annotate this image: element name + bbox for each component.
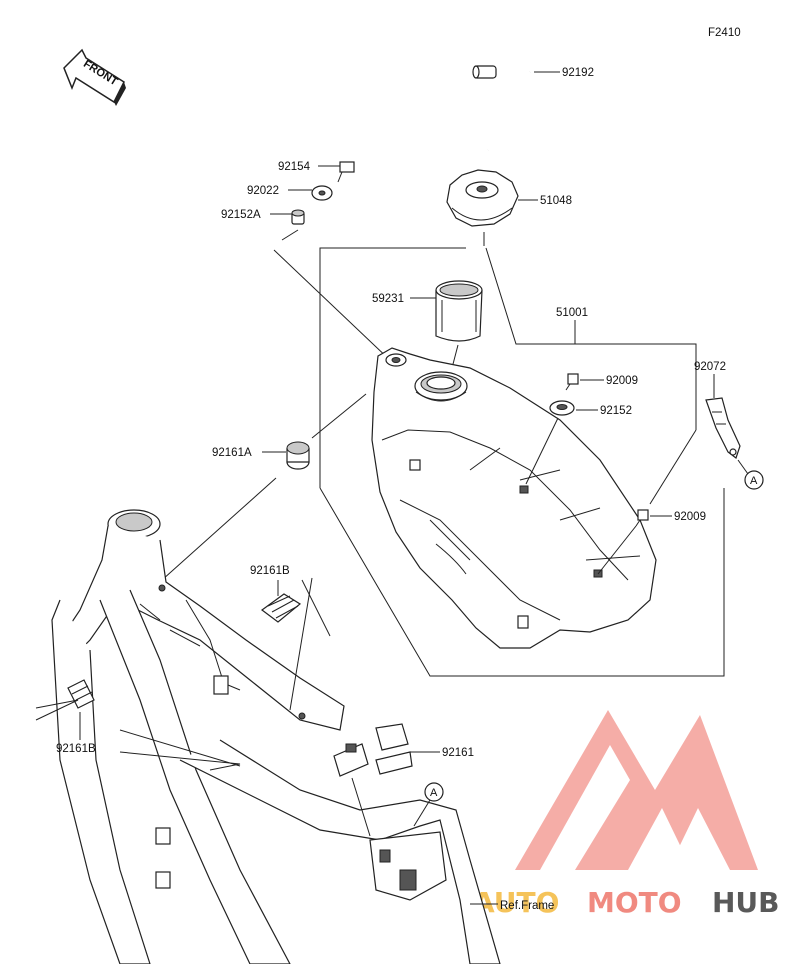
label-92009-upper: 92009 bbox=[606, 375, 638, 387]
label-59231: 59231 bbox=[372, 293, 404, 305]
label-92161B-mid: 92161B bbox=[250, 565, 290, 577]
label-51001: 51001 bbox=[556, 307, 588, 319]
watermark-text-hub: HUB bbox=[712, 886, 780, 919]
label-92072: 92072 bbox=[694, 361, 726, 373]
grommet-92161A-icon bbox=[286, 441, 310, 470]
label-92009-lower: 92009 bbox=[674, 511, 706, 523]
collar-92152A-icon bbox=[291, 209, 305, 225]
fuel-cap-51048-icon bbox=[446, 169, 519, 227]
ref-marker-a-lower-label: A bbox=[430, 787, 438, 799]
watermark-text-auto: AUTO bbox=[473, 886, 559, 919]
fuel-tank-51001-icon bbox=[371, 347, 657, 649]
fuel-breather-hose bbox=[472, 65, 531, 151]
label-92154: 92154 bbox=[278, 161, 311, 173]
label-92152A: 92152A bbox=[221, 209, 261, 221]
label-92161: 92161 bbox=[442, 747, 474, 759]
tank-strap-92072-icon bbox=[705, 397, 741, 459]
ref-marker-a-right bbox=[744, 470, 764, 490]
ref-marker-a-lower bbox=[424, 782, 444, 802]
washer-92152-icon bbox=[549, 400, 575, 416]
cushion-92161B-mid-icon bbox=[260, 593, 302, 623]
ref-marker-a-right-label: A bbox=[750, 475, 758, 487]
label-92192: 92192 bbox=[562, 67, 594, 79]
assembly-bracket-51001 bbox=[319, 232, 725, 677]
cushion-92161-icon bbox=[333, 723, 413, 837]
bolt-92009-upper-icon bbox=[565, 373, 579, 391]
ref-frame-label: Ref.Frame bbox=[500, 900, 554, 912]
bolt-92154-icon bbox=[337, 161, 355, 183]
front-arrow-icon: FRONT bbox=[63, 48, 126, 106]
washer-92022-icon bbox=[311, 185, 333, 201]
figure-code: F2410 bbox=[708, 27, 741, 39]
label-92022: 92022 bbox=[247, 185, 279, 197]
watermark-logo bbox=[515, 710, 758, 870]
label-51048: 51048 bbox=[540, 195, 572, 207]
label-92161A: 92161A bbox=[212, 447, 252, 459]
bolt-92009-lower-icon bbox=[635, 509, 649, 527]
fuel-filter-59231-icon bbox=[435, 280, 483, 342]
label-92152: 92152 bbox=[600, 405, 632, 417]
label-92161B-left: 92161B bbox=[56, 743, 96, 755]
watermark-text-moto: MOTO bbox=[587, 886, 682, 919]
